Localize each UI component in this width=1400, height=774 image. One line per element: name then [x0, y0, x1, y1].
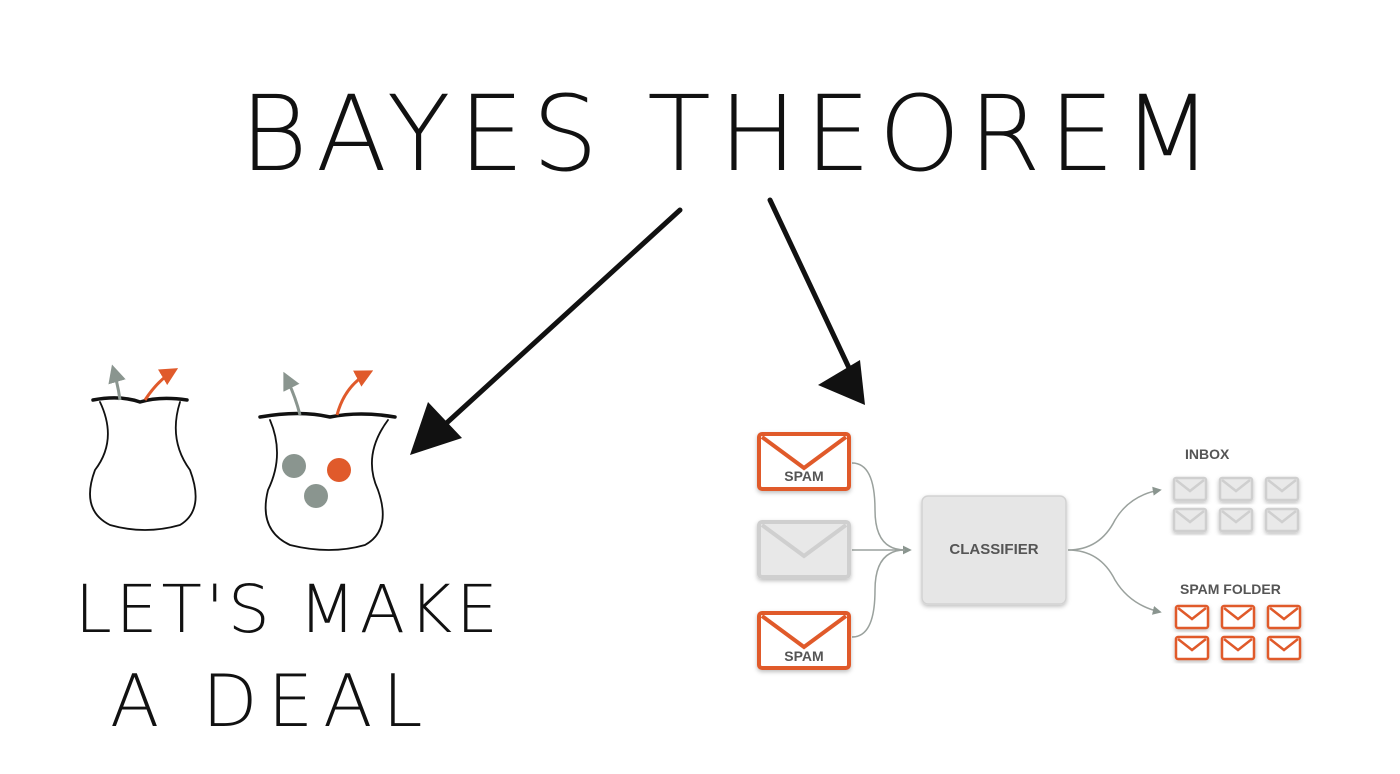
spam-envelope-icon: [1174, 604, 1210, 630]
diagram-title: BAYES THEOREM: [240, 73, 1220, 195]
inbox-envelope-icon: [1218, 476, 1254, 502]
inbox-envelope-icon: [1264, 476, 1300, 502]
email-badge-2: SPAM: [784, 648, 823, 664]
deal-caption-line-1: LET'S MAKE: [75, 571, 502, 648]
inbox-grid: [1172, 476, 1300, 533]
spam-envelope-icon: [1266, 604, 1302, 630]
email-badge-1: SPAM: [784, 468, 823, 484]
spam-grid: [1174, 604, 1302, 661]
inbox-envelope-icon: [1218, 507, 1254, 533]
output-connectors: [1067, 486, 1162, 615]
email-spam-2: SPAM: [757, 611, 851, 670]
inbox-envelope-icon: [1264, 507, 1300, 533]
arrow-to-deal-icon: [410, 207, 683, 455]
orange-ball: [327, 458, 351, 482]
urn-2-icon: [258, 370, 397, 551]
spam-envelope-icon: [1266, 635, 1302, 661]
gray-ball-1: [282, 454, 306, 478]
spam-folder-label: SPAM FOLDER: [1180, 581, 1281, 597]
deal-caption-line-2: A DEAL: [110, 659, 432, 743]
classifier-box: CLASSIFIER: [921, 495, 1067, 605]
inbox-envelope-icon: [1172, 476, 1208, 502]
urn-1-icon: [89, 364, 197, 531]
inbox-envelope-icon: [1172, 507, 1208, 533]
email-spam-1: SPAM: [757, 432, 851, 491]
inbox-label: INBOX: [1185, 446, 1230, 462]
classifier-label: CLASSIFIER: [949, 541, 1038, 558]
spam-envelope-icon: [1220, 604, 1256, 630]
arrow-to-classifier-icon: [767, 197, 865, 405]
spam-envelope-icon: [1174, 635, 1210, 661]
email-connectors: [851, 462, 912, 638]
gray-ball-2: [304, 484, 328, 508]
email-ham: [757, 520, 851, 579]
spam-envelope-icon: [1220, 635, 1256, 661]
